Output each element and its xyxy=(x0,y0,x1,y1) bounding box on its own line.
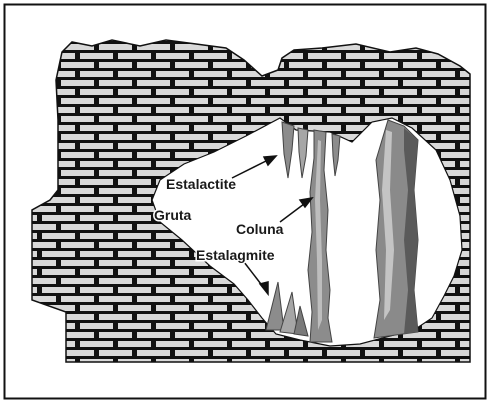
label-column: Coluna xyxy=(236,221,284,237)
label-cave: Gruta xyxy=(154,207,192,223)
label-stalactite: Estalactite xyxy=(166,176,236,192)
label-stalagmite: Estalagmite xyxy=(196,247,275,263)
